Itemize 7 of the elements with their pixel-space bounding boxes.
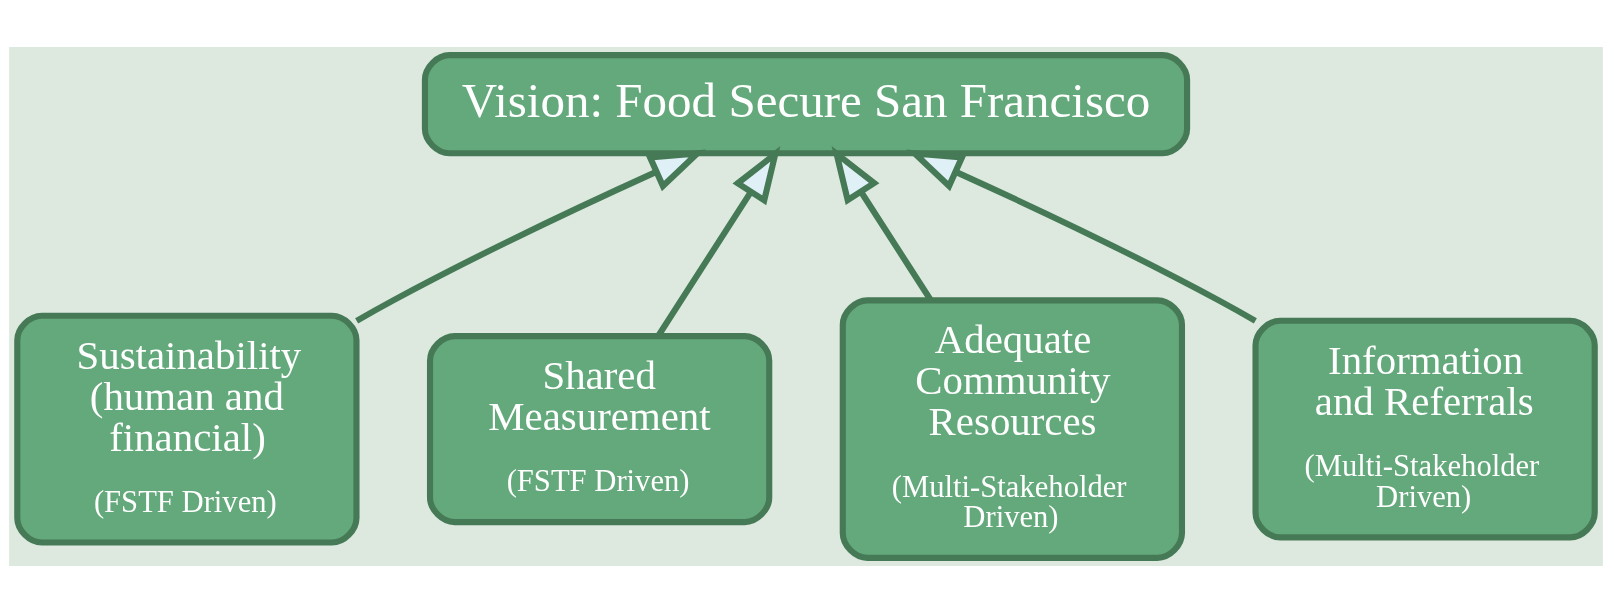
arrow bbox=[354, 149, 706, 324]
node-box: Adequate Community Resources (Multi-Stakeholder Driven) bbox=[839, 297, 1185, 561]
node-box: Sustainability (human and financial) (FSTF Driven) bbox=[13, 312, 360, 546]
arrow bbox=[905, 149, 1257, 324]
node-box: Shared Measurement (FSTF Driven) bbox=[426, 333, 772, 526]
node-box: Information and Referrals (Multi-Stakeholder Driven) bbox=[1251, 317, 1598, 541]
node-box: Vision: Food Secure San Francisco bbox=[421, 52, 1190, 157]
